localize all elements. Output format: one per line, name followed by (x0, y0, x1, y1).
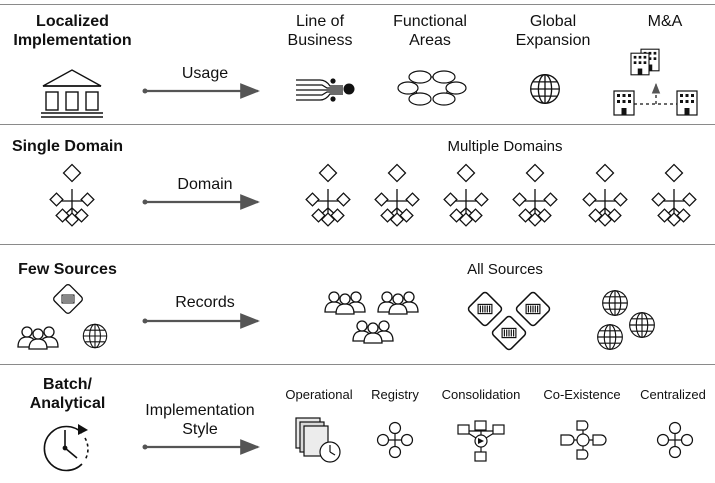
line-of-business-icon (296, 78, 355, 102)
people-icon-2 (378, 292, 418, 314)
clock-icon (43, 424, 89, 472)
co-existence-hub-icon (560, 420, 607, 460)
consolidation-hub-icon (457, 420, 505, 462)
documents-icon (295, 417, 341, 463)
functional-areas-icon (397, 70, 467, 106)
registry-hub-icon (376, 421, 414, 459)
divider-top (0, 4, 715, 5)
hierarchy-icon-1 (305, 163, 351, 227)
row4-left-label: Batch/ Analytical (29, 376, 106, 412)
divider-3 (0, 364, 715, 365)
barcode-icon-single (51, 282, 85, 316)
row4-arrow-label: Implementation Style (145, 402, 255, 438)
hierarchy-icon-single (49, 163, 95, 227)
merger-buildings-icon (613, 48, 698, 116)
barcode-icon-3 (490, 314, 528, 352)
style-centralized: Centralized (640, 387, 706, 402)
people-icon-1 (325, 292, 365, 314)
hierarchy-icon-3 (443, 163, 489, 227)
row1-arrow-label: Usage (181, 65, 229, 82)
arrow-records (142, 313, 260, 329)
row2-left-label: Single Domain (11, 138, 124, 155)
barcode-icon-1 (466, 290, 504, 328)
all-sources-header: All Sources (467, 261, 543, 278)
style-registry: Registry (371, 387, 419, 402)
globe-icon-3 (597, 324, 623, 350)
target-m-and-a: M&A (647, 13, 683, 30)
hierarchy-icon-5 (582, 163, 628, 227)
row1-left-label: Localized Implementation (13, 13, 132, 49)
style-co-existence: Co-Existence (543, 387, 621, 402)
people-icon-3 (353, 321, 393, 343)
bank-icon (41, 69, 103, 118)
hierarchy-icon-2 (374, 163, 420, 227)
globe-icon-expansion (530, 74, 560, 104)
centralized-hub-icon (656, 421, 694, 459)
people-icon-single (18, 327, 58, 349)
hierarchy-icon-6 (651, 163, 697, 227)
arrow-domain (142, 194, 260, 210)
globe-icon-1 (602, 290, 628, 316)
target-functional-areas: Functional Areas (393, 13, 467, 49)
row3-left-label: Few Sources (18, 261, 117, 278)
multiple-domains-header: Multiple Domains (447, 138, 563, 155)
target-line-of-business: Line of Business (287, 13, 353, 49)
row3-arrow-label: Records (175, 294, 235, 311)
arrow-implementation-style (142, 439, 260, 455)
hierarchy-icon-4 (512, 163, 558, 227)
divider-2 (0, 244, 715, 245)
barcode-icon-2 (514, 290, 552, 328)
style-consolidation: Consolidation (441, 387, 521, 402)
style-operational: Operational (285, 387, 353, 402)
globe-icon-single (82, 323, 108, 349)
target-global-expansion: Global Expansion (515, 13, 591, 49)
arrow-usage (142, 83, 260, 99)
divider-1 (0, 124, 715, 125)
globe-icon-2 (629, 312, 655, 338)
row2-arrow-label: Domain (177, 176, 233, 193)
